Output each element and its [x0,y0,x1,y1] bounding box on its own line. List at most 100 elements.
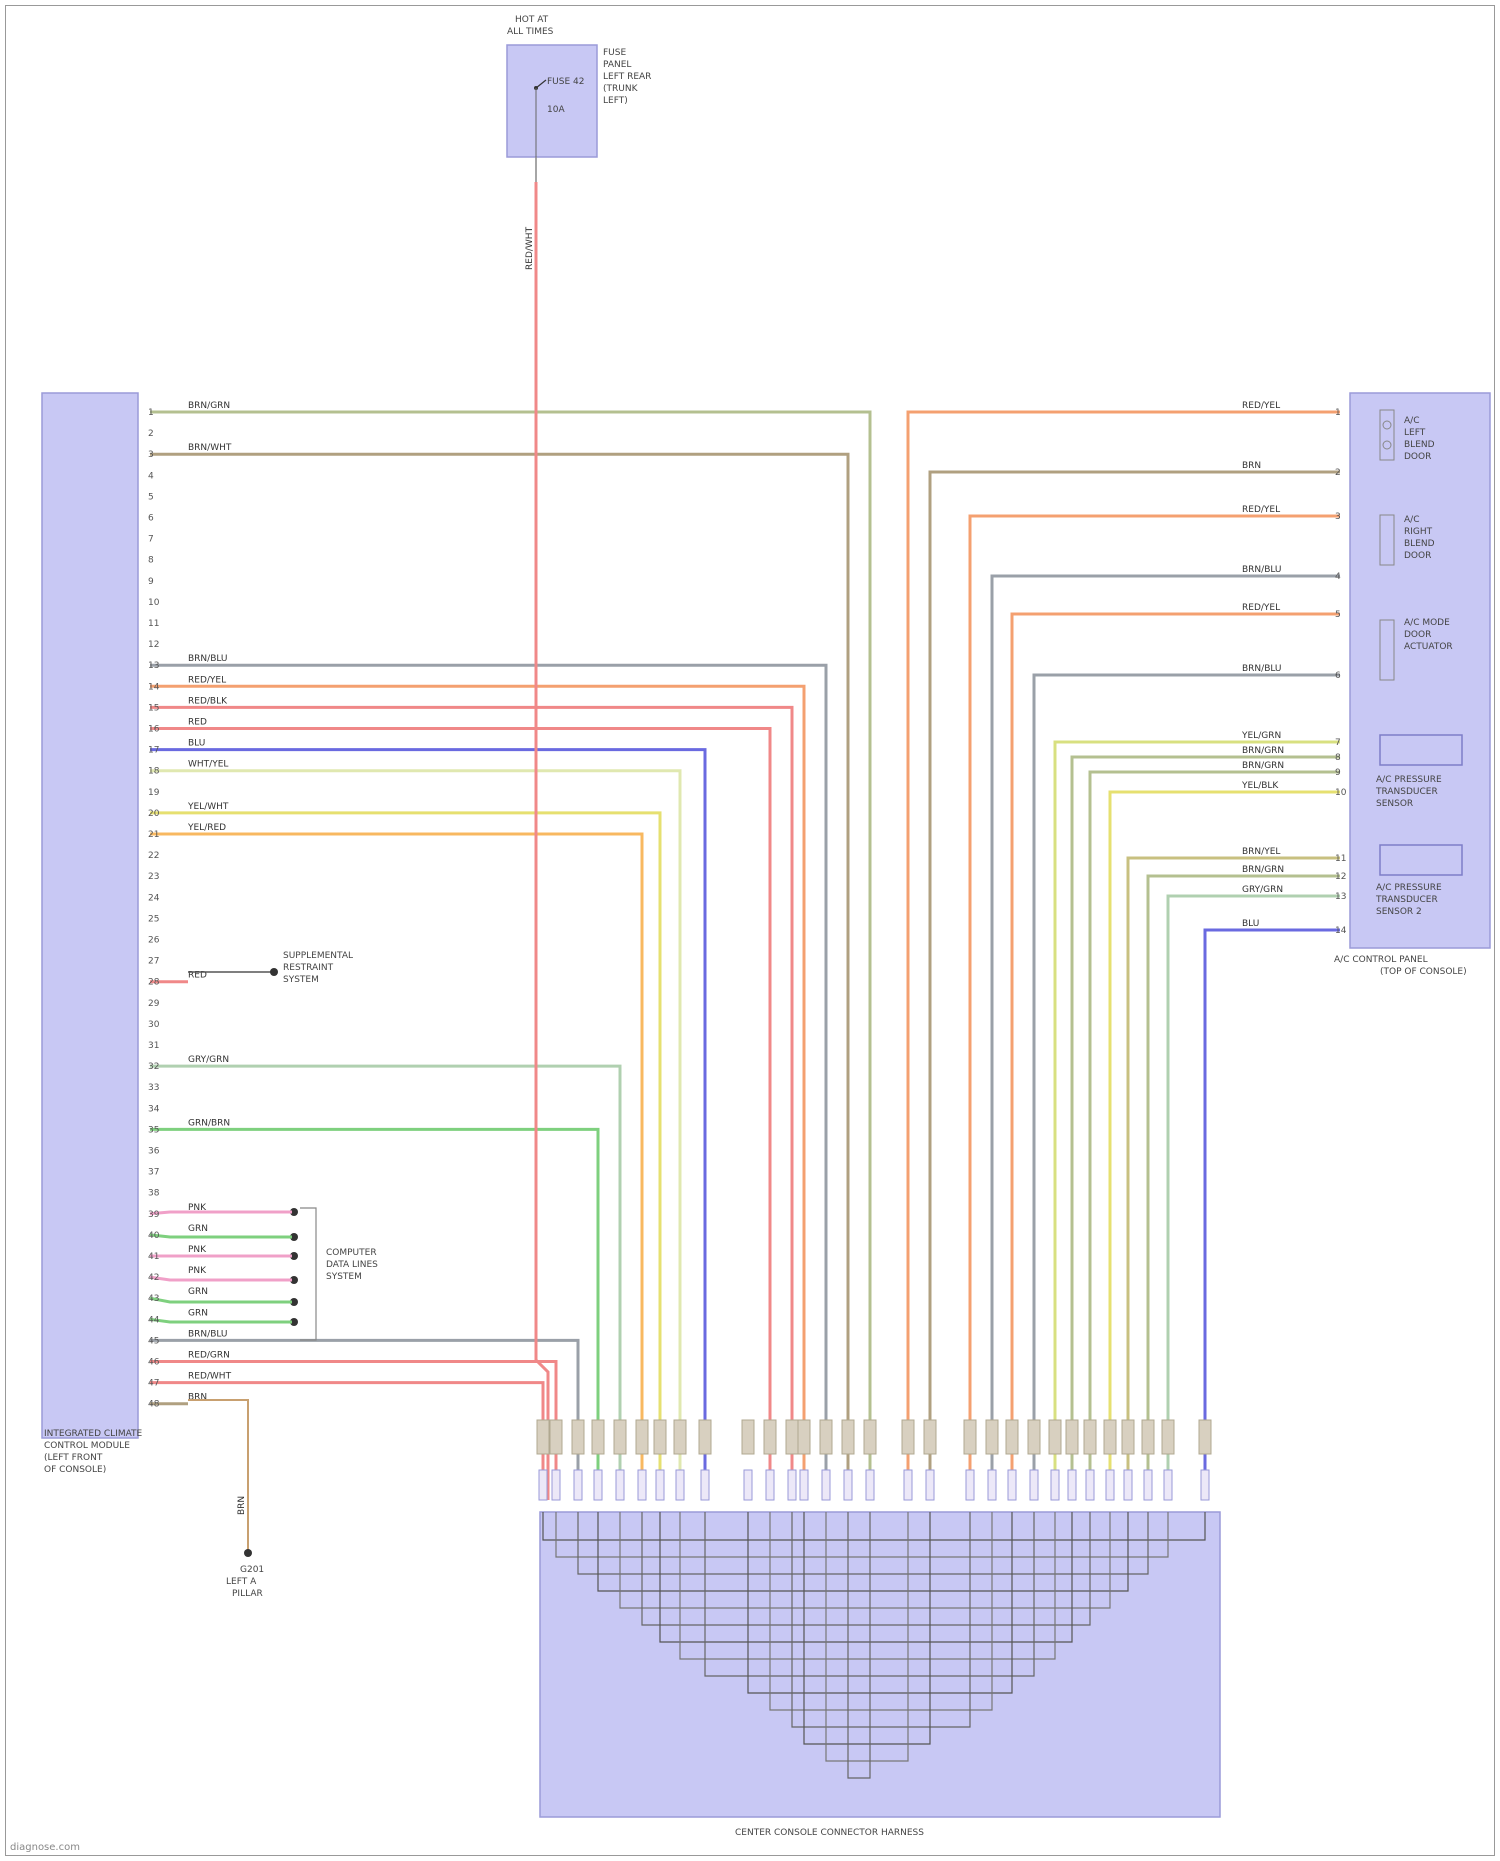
connector-pin-block [1122,1420,1134,1454]
left-pin-number: 4 [148,471,154,481]
connector-terminal [904,1470,912,1500]
ground-label-2: LEFT A [226,1577,257,1587]
connector-terminal [552,1470,560,1500]
left-pin-number: 15 [148,703,159,713]
connector-terminal [822,1470,830,1500]
left-pin-number: 33 [148,1083,159,1093]
right-wire-10 [1110,792,1340,1500]
connector-pin-block [924,1420,936,1454]
fuse-number-label: FUSE 42 [547,77,584,87]
sub-mode-door-3: ACTUATOR [1404,642,1453,652]
connector-pin-block [964,1420,976,1454]
left-wire-17 [150,750,705,1500]
sub-pressure-2-1: A/C PRESSURE [1376,883,1442,893]
left-pin-number: 44 [148,1315,160,1325]
connector-pin-block [1162,1420,1174,1454]
right-wire-label: BRN/BLU [1242,664,1282,674]
right-wire-label: BRN/GRN [1242,746,1284,756]
connector-pin-block [764,1420,776,1454]
connector-terminal [594,1470,602,1500]
left-pin-number: 28 [148,978,160,988]
left-pin-number: 34 [148,1104,160,1114]
fuse-wire-label: RED/WHT [525,226,535,270]
connector-pin-block [798,1420,810,1454]
left-pin-number: 47 [148,1379,159,1389]
left-pin-number: 40 [148,1231,160,1241]
srs-connector-dot-icon [270,968,278,976]
right-wire-3 [970,516,1340,1500]
connector-terminal [966,1470,974,1500]
left-pin-number: 18 [148,767,160,777]
left-pin-number: 3 [148,450,154,460]
connector-terminal [574,1470,582,1500]
data-lines-label-2: DATA LINES [326,1260,378,1270]
right-pin-number: 1 [1335,408,1341,418]
left-pin-number: 39 [148,1210,160,1220]
left-wire-39 [150,1212,292,1214]
connector-terminal [926,1470,934,1500]
connector-terminal [638,1470,646,1500]
left-wire-label: GRN [188,1287,208,1297]
ground-point-icon [244,1549,252,1557]
right-pin-number: 8 [1335,753,1341,763]
left-wire-43 [150,1298,292,1302]
left-wire-label: RED/BLK [188,696,228,706]
left-wire-13 [150,665,826,1500]
left-wire-35 [150,1129,598,1500]
right-wire-6 [1034,675,1340,1500]
connector-pin-block [674,1420,686,1454]
left-pin-number: 43 [148,1294,159,1304]
fuse-side-label-1: FUSE [603,48,626,58]
left-pin-number: 6 [148,514,154,524]
climate-control-module [42,393,138,1438]
left-wire-label: GRY/GRN [188,1055,229,1065]
left-wire-label: PNK [188,1266,207,1276]
ground-label-1: G201 [240,1565,264,1575]
left-pin-number: 30 [148,1020,160,1030]
left-wire-label: BRN/BLU [188,1329,228,1339]
right-module-label-2: (TOP OF CONSOLE) [1380,967,1467,977]
connector-terminal [701,1470,709,1500]
connector-pin-block [1142,1420,1154,1454]
left-wire-label: GRN [188,1308,208,1318]
fuse-side-label-2: PANEL [603,60,631,70]
svg-text:OF CONSOLE): OF CONSOLE) [44,1465,106,1475]
srs-label-2: RESTRAINT [283,963,334,973]
svg-text:CONTROL MODULE: CONTROL MODULE [44,1441,130,1451]
left-pin-number: 37 [148,1168,159,1178]
sub-pressure-1-1: A/C PRESSURE [1376,775,1442,785]
left-pin-number: 29 [148,999,160,1009]
left-pin-number: 23 [148,872,159,882]
right-wire-label: BLU [1242,919,1259,929]
left-pin-number: 16 [148,725,160,735]
right-pin-number: 3 [1335,512,1341,522]
right-wire-label: GRY/GRN [1242,885,1283,895]
fuse-box: HOT AT ALL TIMES FUSE PANEL LEFT REAR (T… [507,15,651,157]
left-pin-number: 41 [148,1252,159,1262]
right-module-label-1: A/C CONTROL PANEL [1334,955,1428,965]
sub-pressure-1-2: TRANSDUCER [1375,787,1438,797]
right-pin-number: 9 [1335,768,1341,778]
left-pin-number: 25 [148,914,159,924]
fuse-feed-wire [536,182,548,1500]
right-pin-number: 7 [1335,738,1341,748]
sub-pressure-2-2: TRANSDUCER [1375,895,1438,905]
connector-terminal [866,1470,874,1500]
left-pin-number: 19 [148,788,160,798]
left-pin-number: 22 [148,851,159,861]
right-pin-number: 6 [1335,671,1341,681]
right-pin-number: 10 [1335,788,1347,798]
left-wire-label: RED/WHT [188,1372,232,1382]
connector-terminal [800,1470,808,1500]
right-wire-5 [1012,614,1340,1500]
left-wire-20 [150,813,660,1500]
connector-pin-block [1199,1420,1211,1454]
right-wire-label: RED/YEL [1242,505,1280,515]
connector-terminal [844,1470,852,1500]
right-pin-number: 14 [1335,926,1347,936]
left-wire-label: BRN [188,1393,207,1403]
left-pin-number: 36 [148,1147,160,1157]
connector-pin-block [537,1420,549,1454]
sub-pressure-2-3: SENSOR 2 [1376,907,1422,917]
left-pin-number: 2 [148,429,154,439]
